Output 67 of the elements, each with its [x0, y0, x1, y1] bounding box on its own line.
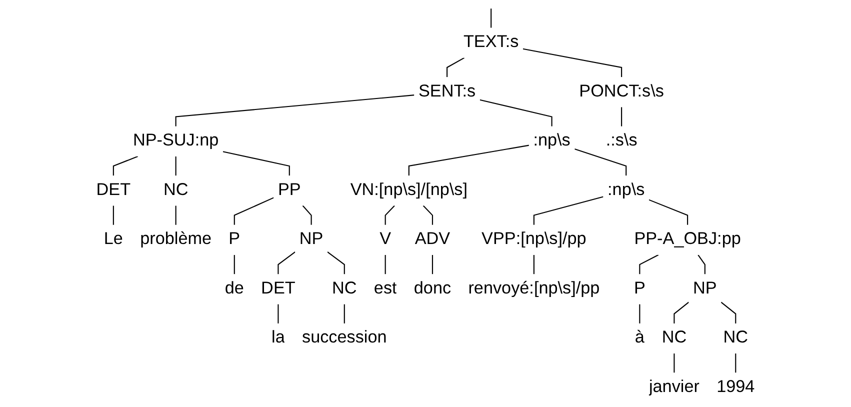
node-text: de [224, 280, 244, 298]
connector [639, 254, 659, 274]
node-text: NP [693, 280, 717, 298]
node-text: VPP:[np\s]/pp [482, 230, 586, 248]
node-text: :np\s [608, 181, 645, 200]
connector [648, 199, 688, 225]
node-text: TEXT:s [463, 33, 519, 52]
node-text: PP-A_OBJ:pp [634, 230, 741, 248]
node-text: PONCT:s\s [579, 82, 664, 101]
connector [112, 206, 114, 225]
node-text: donc [414, 280, 452, 298]
connector [384, 254, 386, 274]
connector [533, 196, 604, 225]
node-text: NC [332, 280, 357, 298]
node-text: NC [662, 328, 687, 348]
connector [278, 252, 296, 274]
connector [432, 254, 434, 274]
connector [234, 197, 274, 225]
connector [674, 353, 675, 373]
connector [422, 205, 434, 225]
node-text: DET [261, 280, 296, 298]
connector [480, 99, 552, 126]
node-text: DET [96, 181, 131, 200]
node-text: .:s\s [606, 132, 638, 150]
node-text: :np\s [533, 132, 570, 150]
connector [278, 304, 279, 324]
connector [621, 107, 622, 126]
connector [574, 148, 627, 176]
connector [112, 156, 138, 176]
connector [234, 254, 235, 274]
node-text: NC [163, 181, 188, 200]
node-text: V [380, 230, 392, 248]
node-text: VN:[np\s]/[np\s] [350, 181, 468, 200]
node-text: renvoyé:[np\s]/pp [468, 280, 600, 298]
connector [735, 353, 736, 373]
node-text: 1994 [716, 378, 755, 396]
connector [222, 151, 290, 176]
connector [490, 8, 492, 28]
node-text: à [634, 328, 644, 348]
node-text: NC [723, 328, 748, 348]
node-text: SENT:s [418, 82, 476, 101]
connector [522, 48, 622, 78]
node-text: problème [140, 230, 212, 248]
connector [175, 156, 176, 176]
node-text: la [272, 328, 285, 348]
connector [175, 206, 176, 225]
node-text: est [374, 280, 397, 298]
connector [344, 304, 345, 324]
node-text: NP-SUJ:np [132, 132, 219, 150]
connector [175, 94, 414, 126]
connector [698, 254, 706, 274]
connector [302, 205, 312, 225]
node-text: succession [302, 328, 387, 348]
node-text: P [228, 230, 240, 248]
connector [639, 304, 640, 324]
connector [674, 302, 690, 324]
connector [327, 252, 345, 274]
node-text: NP [299, 230, 324, 248]
connector [384, 205, 395, 225]
node-text: PP [278, 181, 301, 200]
connector [720, 302, 736, 324]
node-text: ADV [414, 230, 450, 248]
connector [446, 57, 465, 78]
node-text: P [634, 280, 646, 298]
connector [533, 254, 534, 274]
connector [408, 144, 530, 176]
node-text: Le [104, 230, 123, 248]
